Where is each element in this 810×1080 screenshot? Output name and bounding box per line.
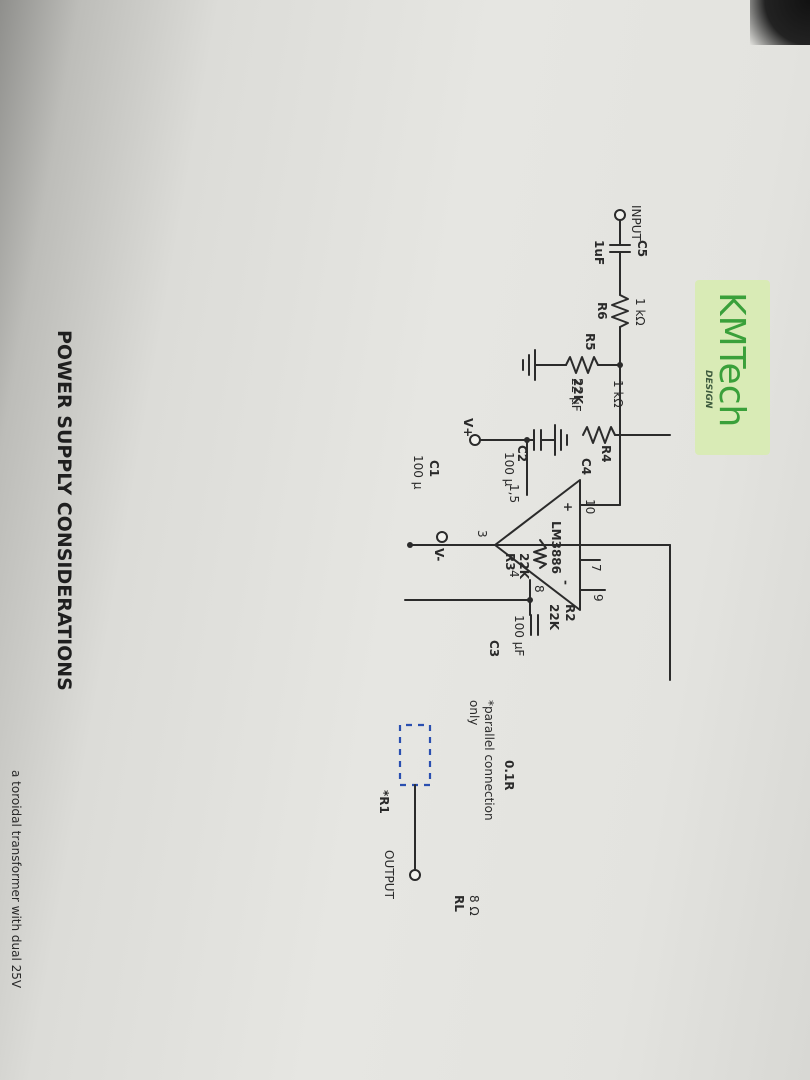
vminus-label: V- <box>432 548 446 561</box>
c2-label: C2 <box>515 445 529 462</box>
r6-label: R6 <box>595 302 609 320</box>
input-terminal[interactable] <box>614 209 626 221</box>
logo-subtitle: DESIGN <box>703 370 713 409</box>
r2-value: 22K <box>547 604 561 631</box>
plus-sign: + <box>561 502 575 512</box>
r4-value: 1 kΩ <box>611 380 625 408</box>
c5-value: 1uF <box>592 240 606 265</box>
ground-c2 <box>554 424 568 456</box>
r1-label: *R1 <box>377 790 391 814</box>
capacitor-c2 <box>533 429 542 451</box>
pin3-label: 3 <box>475 530 489 538</box>
ic-label: LM3886 <box>549 521 563 574</box>
r2-label: R2 <box>563 604 577 622</box>
capacitor-c5 <box>609 244 631 253</box>
logo-background <box>695 280 770 455</box>
output-terminal[interactable] <box>409 869 421 881</box>
output-label: OUTPUT <box>382 850 396 900</box>
power-supply-heading: POWER SUPPLY CONSIDERATIONS <box>53 330 75 691</box>
c5-label: C5 <box>635 240 649 257</box>
pin8-label: 8 <box>532 585 546 593</box>
kmtech-logo: KMTech DESIGN <box>695 280 770 455</box>
photo-corner-shadow <box>750 0 810 45</box>
c3-value: 100 µF <box>512 615 526 656</box>
vplus-label: V+ <box>461 418 475 437</box>
c2-value: 100 µ <box>502 452 516 487</box>
resistor-r4 <box>582 426 616 444</box>
rl-value: 8 Ω <box>467 895 481 916</box>
c4-label: C4 <box>579 458 593 475</box>
pin10-label: 10 <box>583 499 597 514</box>
r3-label: R3 <box>503 553 517 571</box>
parallel-note-2: only <box>467 700 481 725</box>
c4-value: 22 µF <box>569 378 583 412</box>
pin9-label: 9 <box>591 594 605 602</box>
c1-label: C1 <box>427 460 441 477</box>
r5-label: R5 <box>583 333 597 351</box>
pin7-label: 7 <box>589 564 603 572</box>
r3-value: 22K <box>517 553 531 580</box>
pin15-label: 1,5 <box>507 484 521 503</box>
vminus-terminal[interactable] <box>436 531 448 543</box>
parallel-note-1: *parallel connection <box>482 700 496 821</box>
c1-value: 100 µ <box>411 455 425 490</box>
c3-label: C3 <box>487 640 501 657</box>
capacitor-c3 <box>530 614 539 636</box>
vplus-terminal[interactable] <box>469 434 481 446</box>
r5-value: 22K <box>571 378 585 405</box>
logo-text: KMTech <box>711 292 752 427</box>
pin4-label: 4 <box>507 570 521 578</box>
footer-partial-text: a toroidal transformer with dual 25V <box>9 770 23 989</box>
input-label: INPUT <box>629 205 643 242</box>
ground-r5 <box>522 349 536 381</box>
resistor-r3 <box>533 539 547 569</box>
page-heading: POWER SUPPLY CONSIDERATIONS a toroidal t… <box>9 330 75 989</box>
r4-label: R4 <box>599 445 613 463</box>
r1-value: 0.1R <box>502 760 516 791</box>
minus-sign: - <box>559 580 573 585</box>
resistor-r6 <box>611 294 629 328</box>
resistor-r1-optional <box>398 723 432 787</box>
rl-label: RL <box>452 895 466 912</box>
r6-value: 1 kΩ <box>633 298 647 326</box>
resistor-r5 <box>565 356 599 374</box>
